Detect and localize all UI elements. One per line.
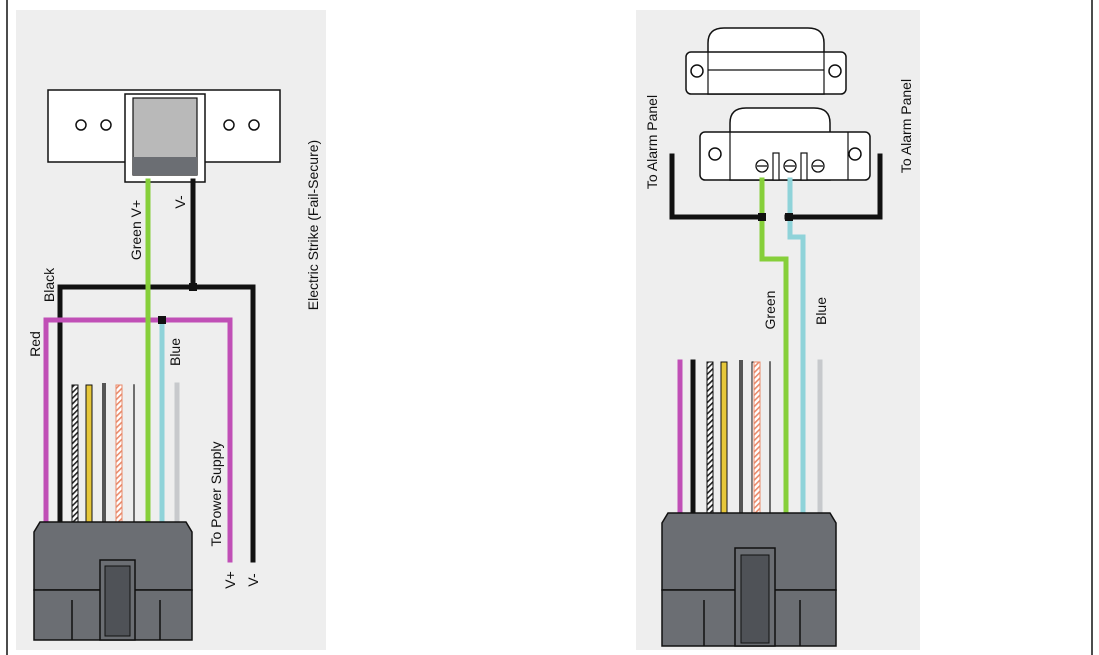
black-wire-label: Black — [41, 267, 57, 302]
green-vplus-label: Green V+ — [128, 200, 144, 260]
right-connector — [661, 512, 837, 647]
vplus-terminal-label: V+ — [222, 571, 238, 589]
electric-strike-label: Electric Strike (Fail-Secure) — [305, 140, 321, 310]
blue-wire-label: Blue — [167, 338, 183, 366]
alarm-panel-left-label: To Alarm Panel — [644, 95, 660, 189]
blue-wire-label-right: Blue — [813, 297, 829, 325]
electric-strike — [47, 89, 281, 183]
vminus-terminal-label: V- — [245, 573, 261, 587]
left-wires — [43, 178, 256, 563]
red-wire-label: Red — [27, 331, 43, 357]
alarm-panel-right-label: To Alarm Panel — [898, 79, 914, 173]
left-connector — [33, 521, 193, 641]
left-diagram: Electric Strike (Fail-Secure) Green V+ V… — [16, 10, 326, 650]
vminus-wire-label: V- — [172, 195, 188, 209]
door-switch — [699, 107, 871, 181]
green-wire-label: Green — [762, 291, 778, 330]
door-magnet — [685, 27, 847, 95]
power-supply-label: To Power Supply — [208, 441, 224, 546]
right-wires — [669, 153, 883, 523]
right-diagram: To Alarm Panel To Alarm Panel Green Blue — [636, 10, 920, 650]
